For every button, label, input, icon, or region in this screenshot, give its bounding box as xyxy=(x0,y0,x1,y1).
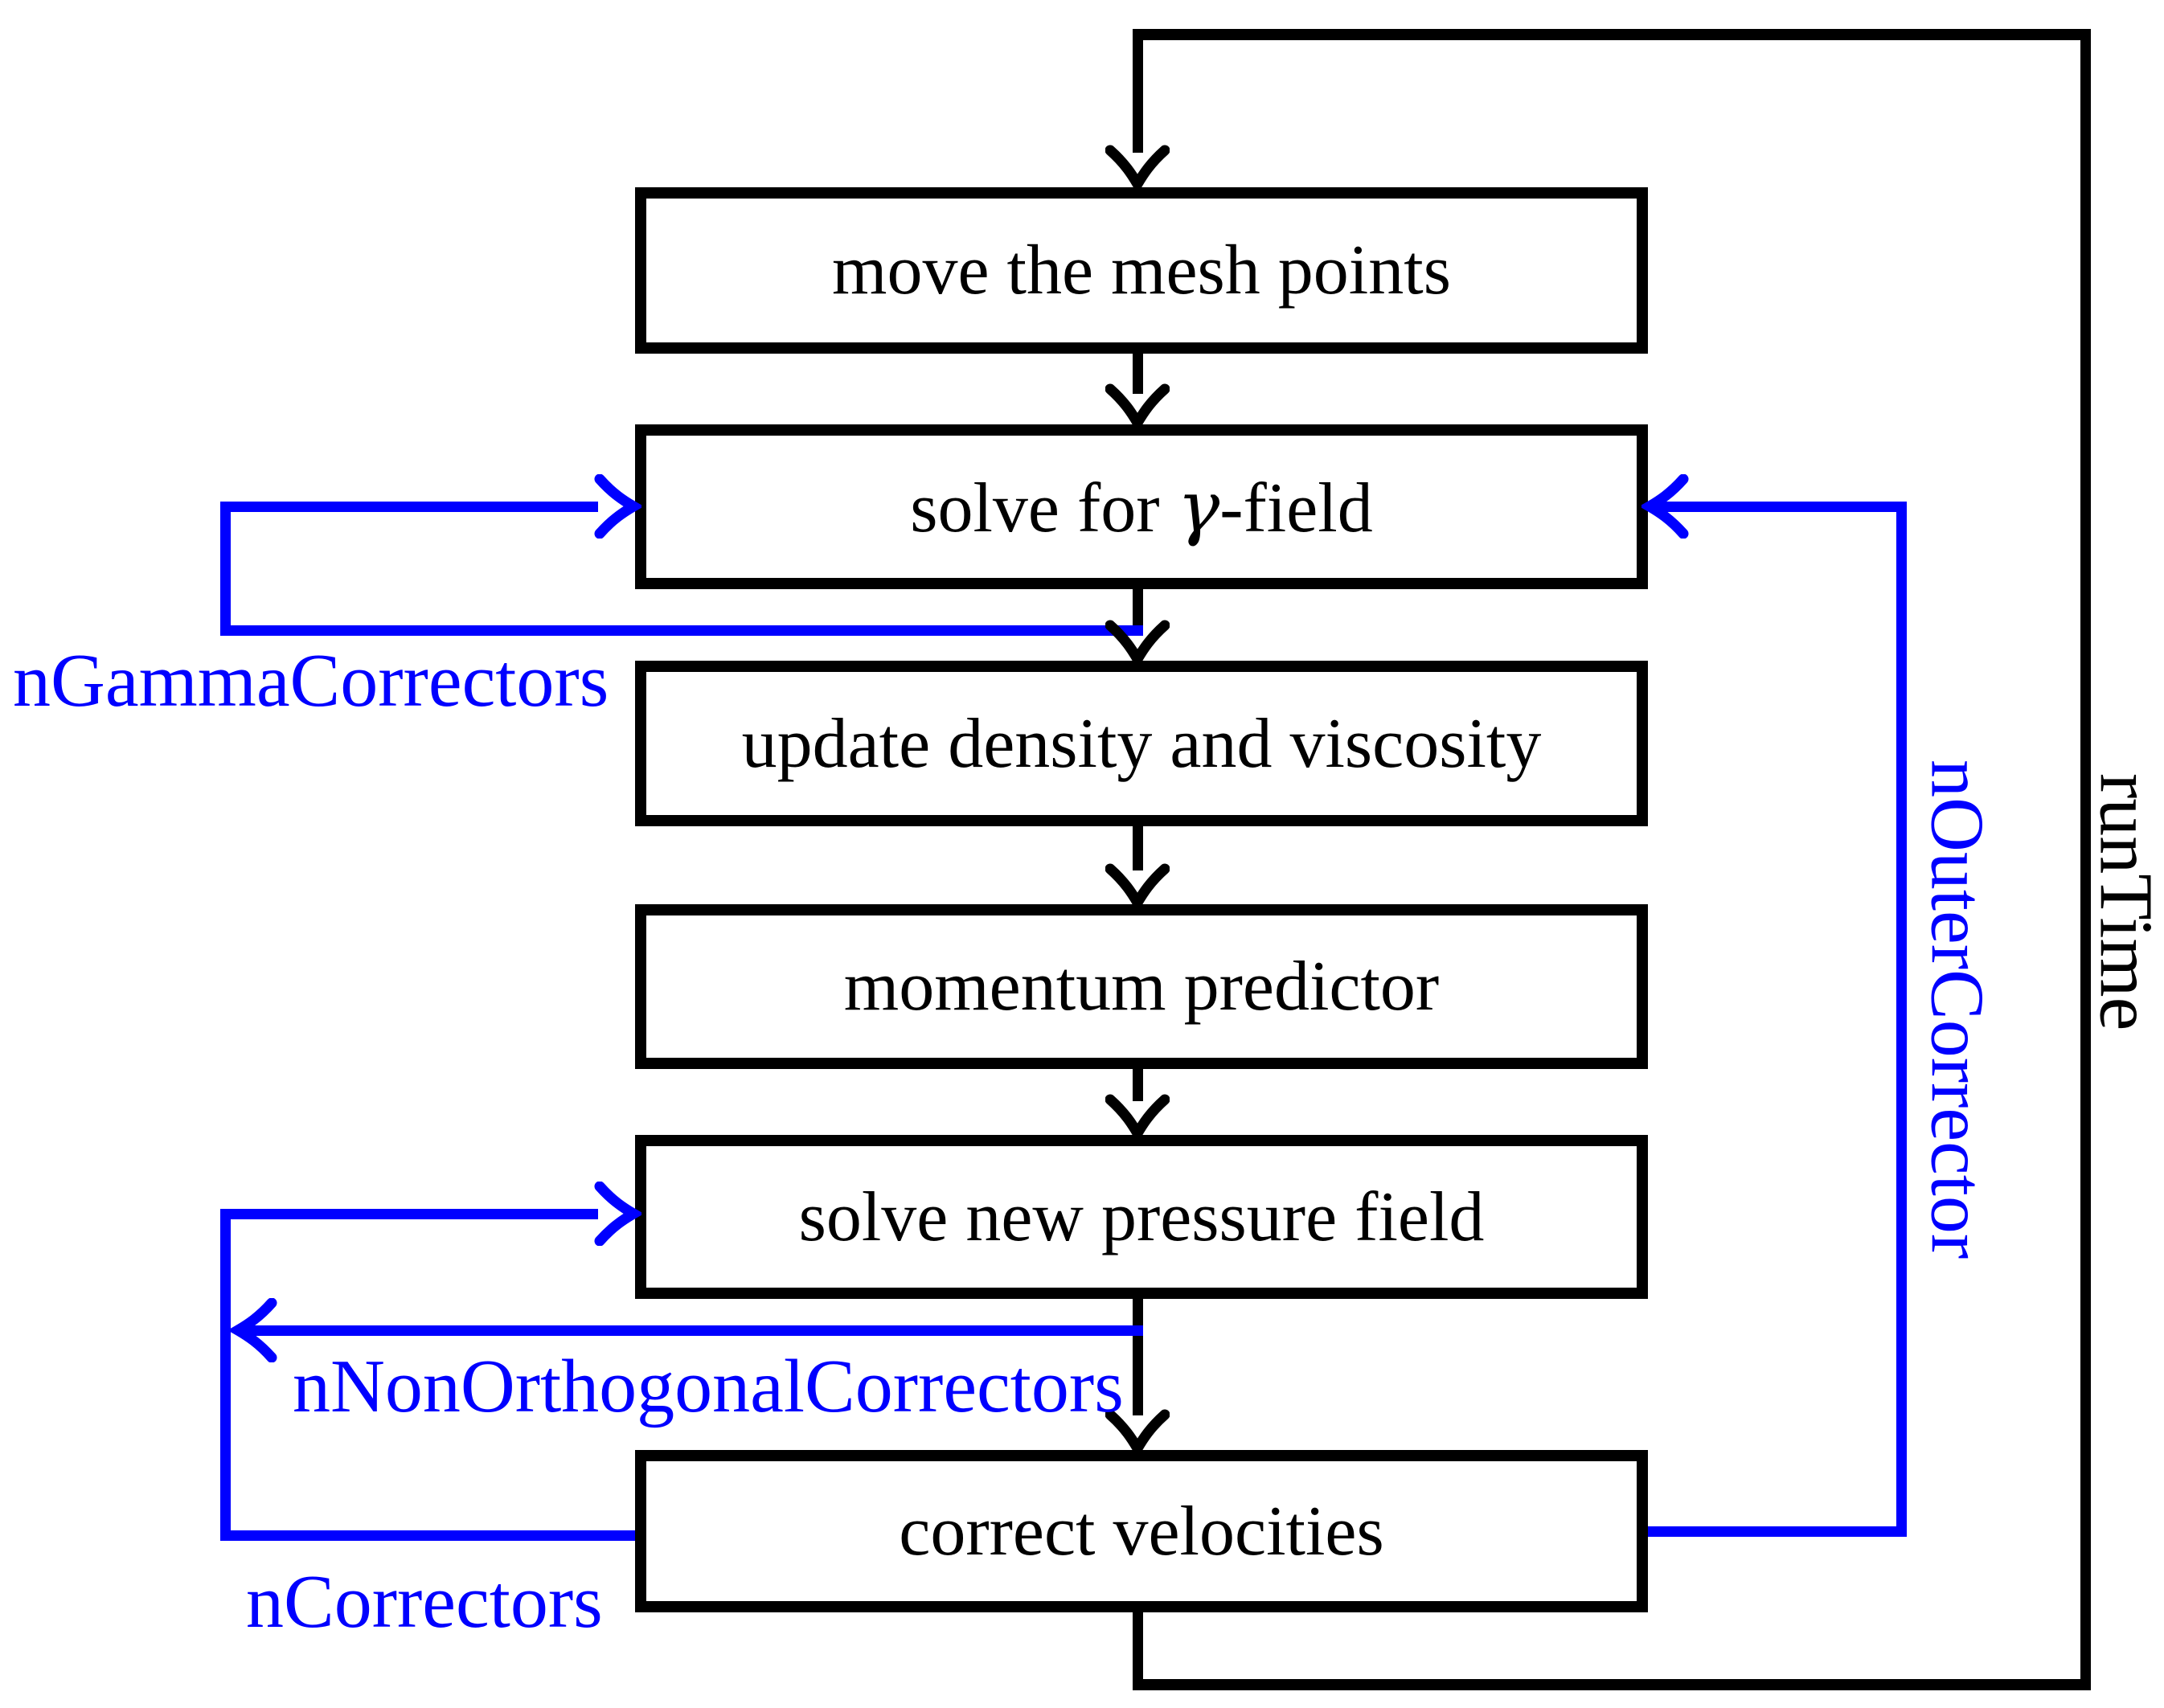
outer-loop-top-line xyxy=(1658,502,1907,512)
label-noutercorrector: nOuterCorrector xyxy=(1915,760,1999,1259)
connector-box2-box3 xyxy=(1133,589,1143,625)
label-nnonorthogonalcorrectors: nNonOrthogonalCorrectors xyxy=(293,1345,1124,1428)
gamma-loop-top-line xyxy=(220,502,598,512)
arrow-down-icon xyxy=(1105,145,1170,192)
box-correct-velocities-label: correct velocities xyxy=(899,1492,1384,1571)
connector-box1-box2 xyxy=(1133,354,1143,394)
arrow-left-icon xyxy=(230,1298,277,1362)
arrow-down-icon xyxy=(1105,863,1170,911)
box-move-mesh-points-label: move the mesh points xyxy=(832,231,1451,309)
runtime-loop-exit-line xyxy=(1133,1608,1143,1690)
box-solve-pressure-field-label: solve new pressure field xyxy=(798,1178,1485,1256)
box-momentum-predictor-label: momentum predictor xyxy=(843,948,1440,1026)
arrow-right-icon xyxy=(594,1182,641,1246)
box-update-density-viscosity-label: update density and viscosity xyxy=(741,704,1542,783)
arrow-down-icon xyxy=(1105,620,1170,667)
label-runtime: runTime xyxy=(2084,773,2164,1031)
connector-box4-box5 xyxy=(1133,1069,1143,1101)
runtime-loop-bottom-line xyxy=(1133,1679,2091,1690)
box-solve-pressure-field: solve new pressure field xyxy=(635,1135,1648,1299)
gamma-loop-left-line xyxy=(220,502,231,636)
gamma-loop-bottom-line xyxy=(220,625,1143,636)
pressure-loop-left-line xyxy=(220,1209,231,1541)
arrow-down-icon xyxy=(1105,383,1170,431)
runtime-loop-entry-line xyxy=(1133,29,1143,153)
box-update-density-viscosity: update density and viscosity xyxy=(635,661,1648,826)
box-move-mesh-points: move the mesh points xyxy=(635,187,1648,354)
arrow-down-icon xyxy=(1105,1409,1170,1456)
outer-loop-right-line xyxy=(1896,502,1907,1537)
runtime-loop-top-line xyxy=(1133,29,2091,40)
connector-box3-box4 xyxy=(1133,826,1143,870)
arrow-right-icon xyxy=(594,474,641,539)
box-momentum-predictor: momentum predictor xyxy=(635,904,1648,1069)
outer-loop-bottom-line xyxy=(1648,1526,1907,1537)
box-solve-gamma-field-label: solve for γ-field xyxy=(910,465,1373,548)
box-correct-velocities: correct velocities xyxy=(635,1450,1648,1612)
runtime-loop-right-line xyxy=(2080,29,2091,1690)
pressure-loop-top-line xyxy=(220,1209,598,1219)
nonorthogonal-loop-line xyxy=(248,1325,1143,1336)
connector-box5-box6 xyxy=(1133,1299,1143,1415)
gamma-symbol: γ xyxy=(1177,465,1220,548)
arrow-left-icon xyxy=(1641,474,1689,539)
correctors-loop-bottom-line xyxy=(220,1530,638,1541)
box-solve-gamma-field: solve for γ-field xyxy=(635,424,1648,589)
arrow-down-icon xyxy=(1105,1094,1170,1141)
label-ngammacorrectors: nGammaCorrectors xyxy=(13,639,609,723)
label-ncorrectors: nCorrectors xyxy=(246,1560,603,1644)
